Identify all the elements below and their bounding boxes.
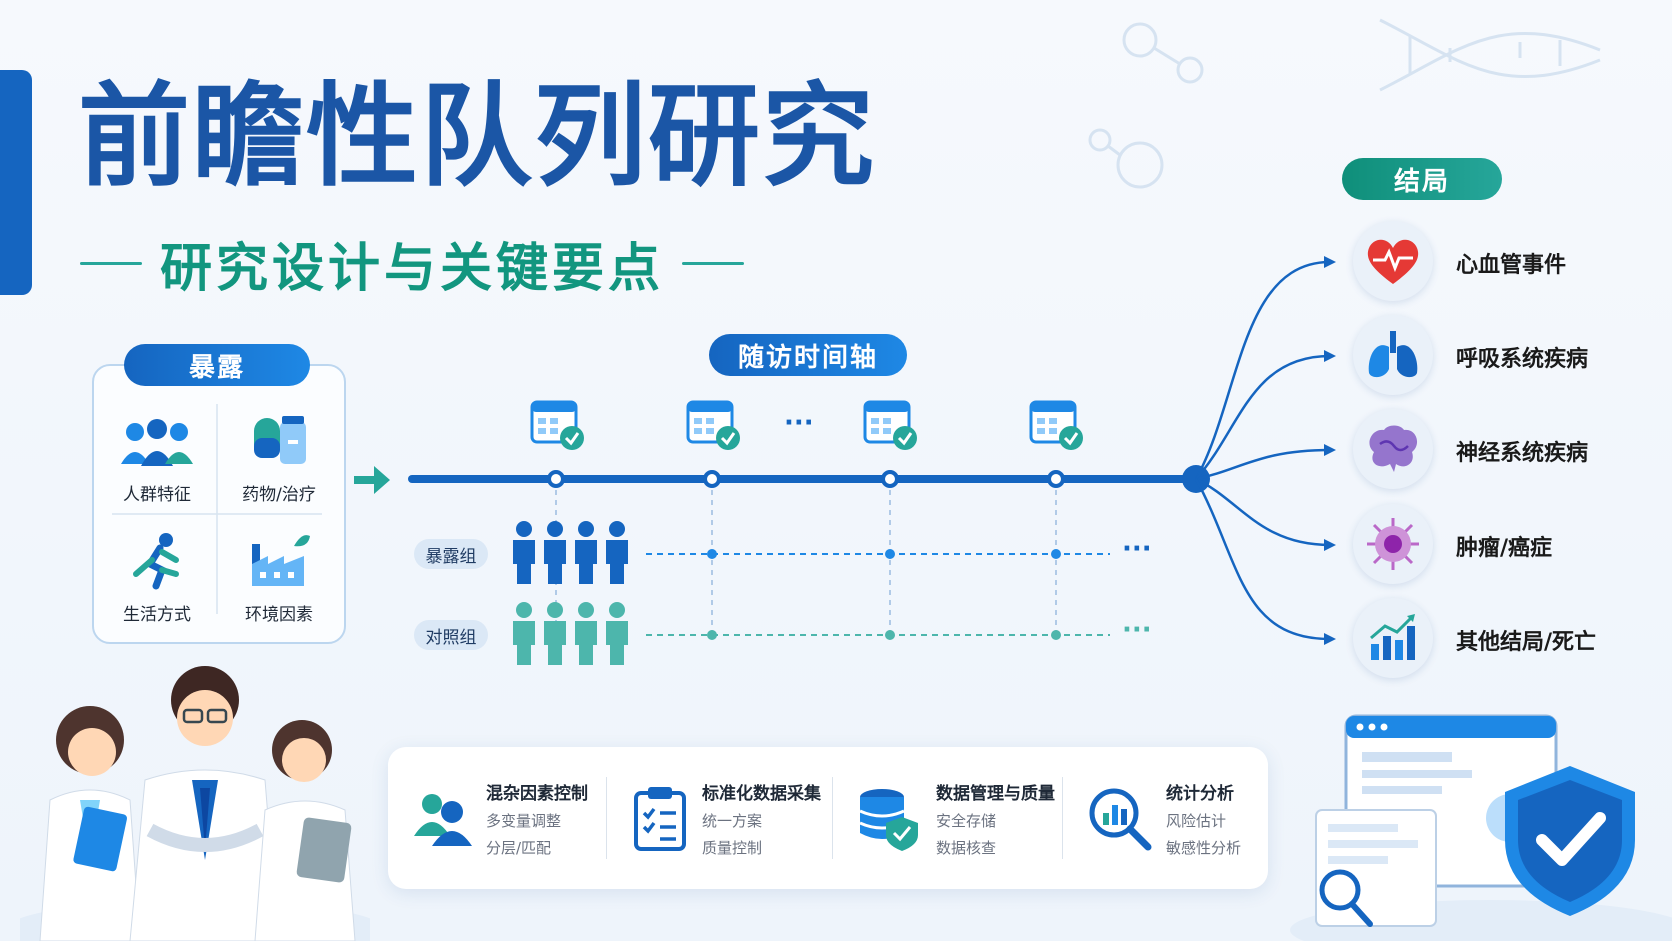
bar-chart-icon bbox=[1370, 614, 1415, 660]
subtitle-line-right bbox=[682, 262, 745, 265]
key-point-title: 数据管理与质量 bbox=[936, 783, 1055, 804]
data-security-illustration bbox=[1290, 714, 1672, 941]
cell-icon bbox=[1367, 518, 1419, 570]
exposed-group-people-icon bbox=[513, 521, 628, 584]
key-point-data-collection: 标准化数据采集 统一方案 质量控制 bbox=[632, 747, 832, 889]
exposure-dividers bbox=[112, 404, 322, 614]
brain-icon bbox=[1369, 425, 1418, 472]
doctors-illustration bbox=[20, 666, 370, 941]
database-shield-icon bbox=[859, 789, 918, 851]
key-point-title: 统计分析 bbox=[1166, 783, 1234, 804]
calendar-check-icon bbox=[1029, 400, 1083, 450]
outcome-label: 呼吸系统疾病 bbox=[1456, 347, 1589, 372]
outcome-item-other bbox=[1353, 598, 1433, 678]
key-point-line: 质量控制 bbox=[702, 838, 763, 857]
users-icon bbox=[414, 794, 472, 846]
control-group-people-icon bbox=[513, 602, 628, 665]
magnifier-chart-icon bbox=[1089, 788, 1152, 851]
exposure-item-label: 环境因素 bbox=[245, 605, 313, 625]
key-point-divider bbox=[1062, 777, 1063, 859]
clipboard-icon bbox=[634, 787, 686, 851]
timeline-ellipsis: ··· bbox=[784, 408, 814, 438]
running-person-icon bbox=[133, 533, 179, 590]
group-tag-exposed: 暴露组 bbox=[414, 539, 488, 569]
calendar-check-icon bbox=[530, 400, 584, 450]
key-point-title: 标准化数据采集 bbox=[702, 783, 821, 804]
exposure-item-lifestyle: 生活方式 bbox=[97, 530, 217, 625]
key-point-confounding: 混杂因素控制 多变量调整 分层/匹配 bbox=[412, 747, 612, 889]
outcome-item-respiratory bbox=[1353, 315, 1433, 395]
factory-leaf-icon bbox=[252, 535, 310, 586]
exposure-pill: 暴露 bbox=[124, 344, 310, 386]
people-group-icon bbox=[121, 419, 193, 466]
background-decoration bbox=[1088, 18, 1601, 189]
timeline-pill: 随访时间轴 bbox=[709, 334, 907, 376]
exposure-item-label: 药物/治疗 bbox=[242, 485, 316, 505]
lungs-icon bbox=[1368, 331, 1418, 378]
subtitle-row: 研究设计与关键要点 bbox=[80, 226, 745, 301]
exposed-group-trail: ··· bbox=[1122, 534, 1152, 564]
outcome-pill: 结局 bbox=[1342, 158, 1502, 200]
page-subtitle: 研究设计与关键要点 bbox=[160, 239, 665, 299]
outcome-item-cancer bbox=[1353, 504, 1433, 584]
exposure-item-label: 生活方式 bbox=[123, 605, 191, 625]
key-point-data-management: 数据管理与质量 安全存储 数据核查 bbox=[856, 747, 1056, 889]
medicine-icon bbox=[254, 416, 306, 464]
exposure-item-population: 人群特征 bbox=[97, 418, 217, 505]
key-point-line: 统一方案 bbox=[702, 811, 763, 830]
key-points-panel: 混杂因素控制 多变量调整 分层/匹配 标准化数据采集 统一方案 质量控制 数据管… bbox=[388, 747, 1268, 889]
key-point-statistics: 统计分析 风险估计 敏感性分析 bbox=[1086, 747, 1266, 889]
outcome-label: 神经系统疾病 bbox=[1456, 441, 1589, 466]
key-point-divider bbox=[832, 777, 833, 859]
outcome-label: 肿瘤/癌症 bbox=[1456, 536, 1553, 561]
outcome-item-cardio bbox=[1353, 221, 1433, 301]
key-point-divider bbox=[606, 777, 607, 859]
key-point-line: 安全存储 bbox=[936, 811, 997, 830]
group-tag-control: 对照组 bbox=[414, 620, 488, 650]
key-point-line: 数据核查 bbox=[936, 838, 997, 857]
outcome-item-neuro bbox=[1353, 409, 1433, 489]
outcome-label: 其他结局/死亡 bbox=[1456, 630, 1597, 655]
key-point-title: 混杂因素控制 bbox=[486, 783, 588, 804]
outcome-label: 心血管事件 bbox=[1456, 253, 1567, 278]
key-point-line: 敏感性分析 bbox=[1166, 838, 1242, 857]
calendar-check-icon bbox=[863, 400, 917, 450]
accent-bar bbox=[0, 70, 32, 295]
arrow-right-icon bbox=[354, 466, 390, 494]
heart-icon bbox=[1367, 239, 1419, 284]
control-group-trail: ··· bbox=[1122, 615, 1152, 645]
key-point-line: 风险估计 bbox=[1166, 811, 1227, 830]
exposure-item-label: 人群特征 bbox=[123, 485, 191, 505]
calendar-check-icon bbox=[686, 400, 740, 450]
subtitle-line-left bbox=[80, 262, 142, 265]
key-point-line: 多变量调整 bbox=[486, 811, 562, 830]
page-title: 前瞻性队列研究 bbox=[78, 72, 876, 202]
exposure-item-environment: 环境因素 bbox=[219, 530, 339, 625]
key-point-line: 分层/匹配 bbox=[486, 838, 552, 857]
exposure-item-medication: 药物/治疗 bbox=[219, 412, 339, 505]
